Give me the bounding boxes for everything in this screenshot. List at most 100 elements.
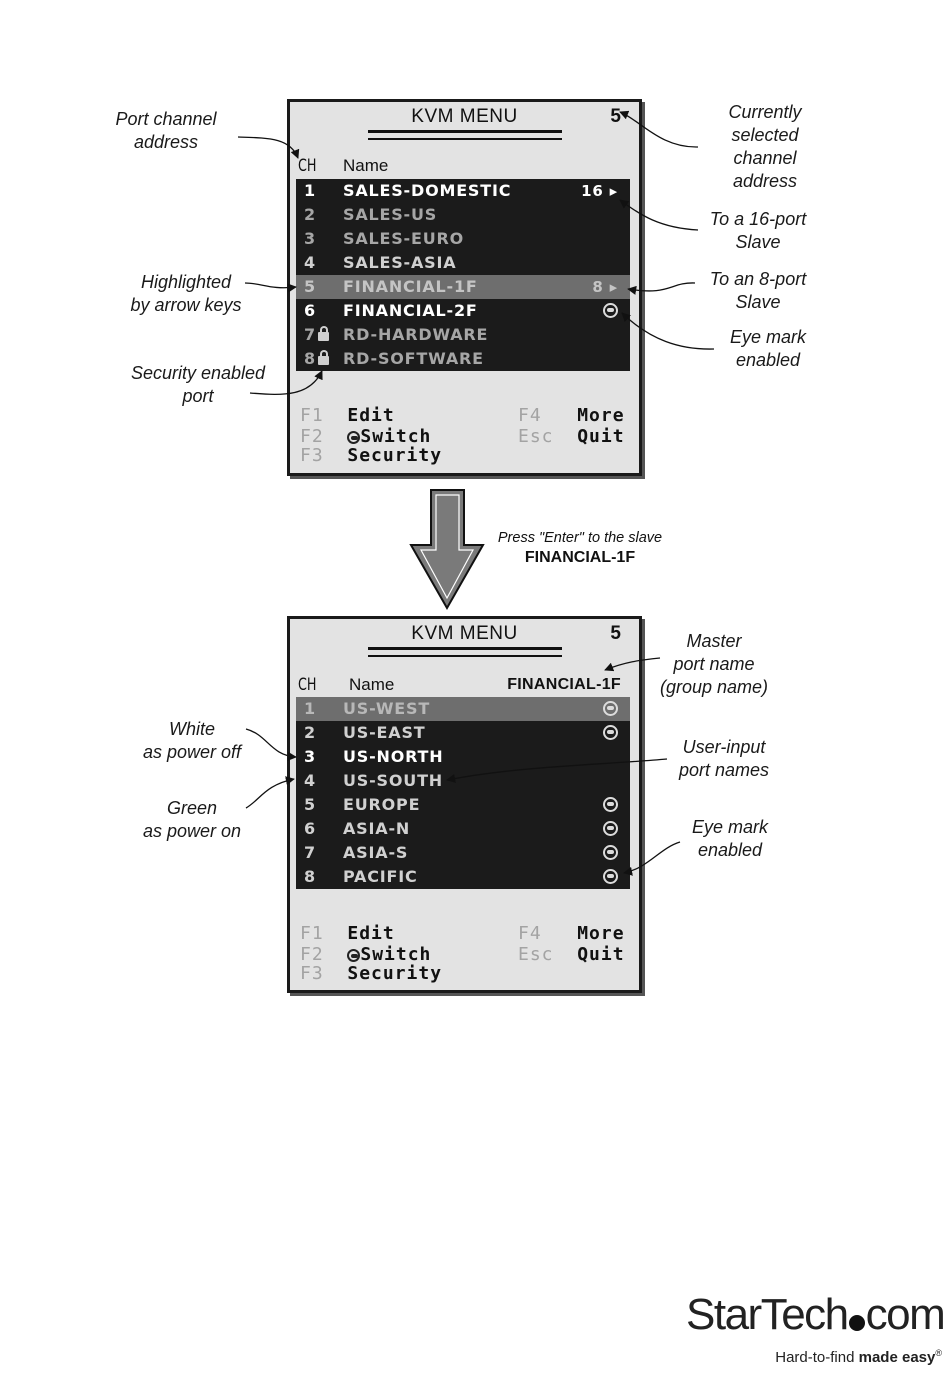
list-item[interactable]: 3 SALES-EURO	[296, 227, 630, 251]
port-list: 1 SALES-DOMESTIC 16 ▸ 2 SALES-US 3 SALES…	[296, 179, 630, 371]
f4-more[interactable]: F4 More	[518, 923, 625, 944]
menu-title: KVM MENU	[411, 106, 518, 127]
channel-number: 7	[304, 325, 316, 344]
annotation-eye-mark-top: Eye mark enabled	[729, 327, 807, 370]
list-item[interactable]: 3 US-NORTH	[296, 745, 630, 769]
f3-security[interactable]: F3 Security	[300, 445, 443, 466]
annotation-user-input-names: User-input port names	[678, 737, 770, 780]
channel-number: 6	[304, 301, 316, 320]
list-item[interactable]: 8 RD-SOFTWARE	[296, 347, 630, 371]
title-underline	[368, 647, 562, 657]
column-ch-header: CH	[298, 156, 317, 176]
channel-number: 5	[304, 795, 316, 814]
list-item[interactable]: 1 SALES-DOMESTIC 16 ▸	[296, 179, 630, 203]
port-name: US-NORTH	[343, 747, 444, 766]
f3-security[interactable]: F3 Security	[300, 963, 443, 984]
channel-number: 8	[304, 867, 316, 886]
f2-switch[interactable]: F2 Switch	[300, 426, 432, 447]
current-channel: 5	[610, 623, 621, 644]
eye-icon	[603, 865, 618, 889]
logo-dot-icon	[848, 1315, 865, 1331]
list-item[interactable]: 5 EUROPE	[296, 793, 630, 817]
kvm-menu-top: KVM MENU 5 CH Name 1 SALES-DOMESTIC 16 ▸…	[287, 99, 642, 476]
port-name: FINANCIAL-2F	[343, 301, 478, 320]
annotation-16-port-slave: To a 16-port Slave	[709, 209, 807, 252]
lock-icon	[317, 326, 329, 341]
eye-icon	[603, 841, 618, 865]
channel-number: 3	[304, 229, 316, 248]
port-name: EUROPE	[343, 795, 421, 814]
port-name: RD-HARDWARE	[343, 325, 489, 344]
menu-title: KVM MENU	[411, 623, 518, 644]
title-underline	[368, 130, 562, 140]
port-name: ASIA-S	[343, 843, 409, 862]
annotation-green-power-on: Green as power on	[142, 798, 242, 841]
column-name-header: Name	[343, 156, 389, 175]
channel-number: 5	[304, 277, 316, 296]
kvm-menu-bottom: KVM MENU 5 CH Name FINANCIAL-1F 1 US-WES…	[287, 616, 642, 993]
port-name: SALES-ASIA	[343, 253, 457, 272]
annotation-eye-mark-bottom: Eye mark enabled	[691, 817, 769, 860]
channel-number: 6	[304, 819, 316, 838]
list-item[interactable]: 2 SALES-US	[296, 203, 630, 227]
port-name: US-EAST	[343, 723, 426, 742]
port-name: US-SOUTH	[343, 771, 443, 790]
down-arrow-icon	[409, 489, 485, 611]
channel-number: 1	[304, 699, 316, 718]
port-name: SALES-DOMESTIC	[343, 181, 512, 200]
f2-switch[interactable]: F2 Switch	[300, 944, 432, 965]
channel-number: 1	[304, 181, 316, 200]
list-item[interactable]: 8 PACIFIC	[296, 865, 630, 889]
port-name: US-WEST	[343, 699, 431, 718]
port-name: PACIFIC	[343, 867, 418, 886]
eye-icon	[603, 697, 618, 721]
channel-number: 8	[304, 349, 316, 368]
lock-icon	[317, 350, 329, 365]
list-item-highlighted[interactable]: 1 US-WEST	[296, 697, 630, 721]
f4-more[interactable]: F4 More	[518, 405, 625, 426]
port-name: FINANCIAL-1F	[343, 277, 478, 296]
brand-tagline: Hard-to-find made easy®	[775, 1348, 942, 1366]
master-port-name: FINANCIAL-1F	[507, 676, 621, 693]
list-item[interactable]: 4 SALES-ASIA	[296, 251, 630, 275]
eye-icon	[603, 721, 618, 745]
list-item[interactable]: 4 US-SOUTH	[296, 769, 630, 793]
port-name: SALES-EURO	[343, 229, 465, 248]
column-name-header: Name	[349, 675, 395, 694]
channel-number: 3	[304, 747, 316, 766]
list-item-highlighted[interactable]: 5 FINANCIAL-1F 8 ▸	[296, 275, 630, 299]
port-name: RD-SOFTWARE	[343, 349, 484, 368]
list-item[interactable]: 2 US-EAST	[296, 721, 630, 745]
current-channel: 5	[610, 106, 621, 127]
annotation-highlighted: Highlighted by arrow keys	[130, 272, 242, 315]
eye-icon	[347, 431, 361, 444]
channel-number: 2	[304, 205, 316, 224]
f1-edit[interactable]: F1 Edit	[300, 923, 395, 944]
channel-number: 4	[304, 253, 316, 272]
esc-quit[interactable]: Esc Quit	[518, 426, 625, 447]
slave-indicator: 16 ▸	[581, 182, 618, 200]
list-item[interactable]: 6 ASIA-N	[296, 817, 630, 841]
eye-icon	[603, 299, 618, 323]
channel-number: 2	[304, 723, 316, 742]
f1-edit[interactable]: F1 Edit	[300, 405, 395, 426]
esc-quit[interactable]: Esc Quit	[518, 944, 625, 965]
annotation-8-port-slave: To an 8-port Slave	[709, 269, 807, 312]
channel-number: 7	[304, 843, 316, 862]
channel-number: 4	[304, 771, 316, 790]
list-item[interactable]: 7 RD-HARDWARE	[296, 323, 630, 347]
slave-indicator: 8 ▸	[592, 278, 618, 296]
annotation-white-power-off: White as power off	[142, 719, 242, 762]
port-name: SALES-US	[343, 205, 438, 224]
eye-icon	[603, 817, 618, 841]
annotation-master-port-name: Master port name (group name)	[659, 631, 769, 697]
list-item[interactable]: 6 FINANCIAL-2F	[296, 299, 630, 323]
list-item[interactable]: 7 ASIA-S	[296, 841, 630, 865]
eye-icon	[603, 793, 618, 817]
column-ch-header: CH	[298, 675, 317, 695]
eye-icon	[347, 949, 361, 962]
annotation-current-channel: Currently selected channel address	[728, 102, 802, 191]
port-name: ASIA-N	[343, 819, 411, 838]
press-enter-note: Press "Enter" to the slave FINANCIAL-1F	[497, 530, 663, 566]
